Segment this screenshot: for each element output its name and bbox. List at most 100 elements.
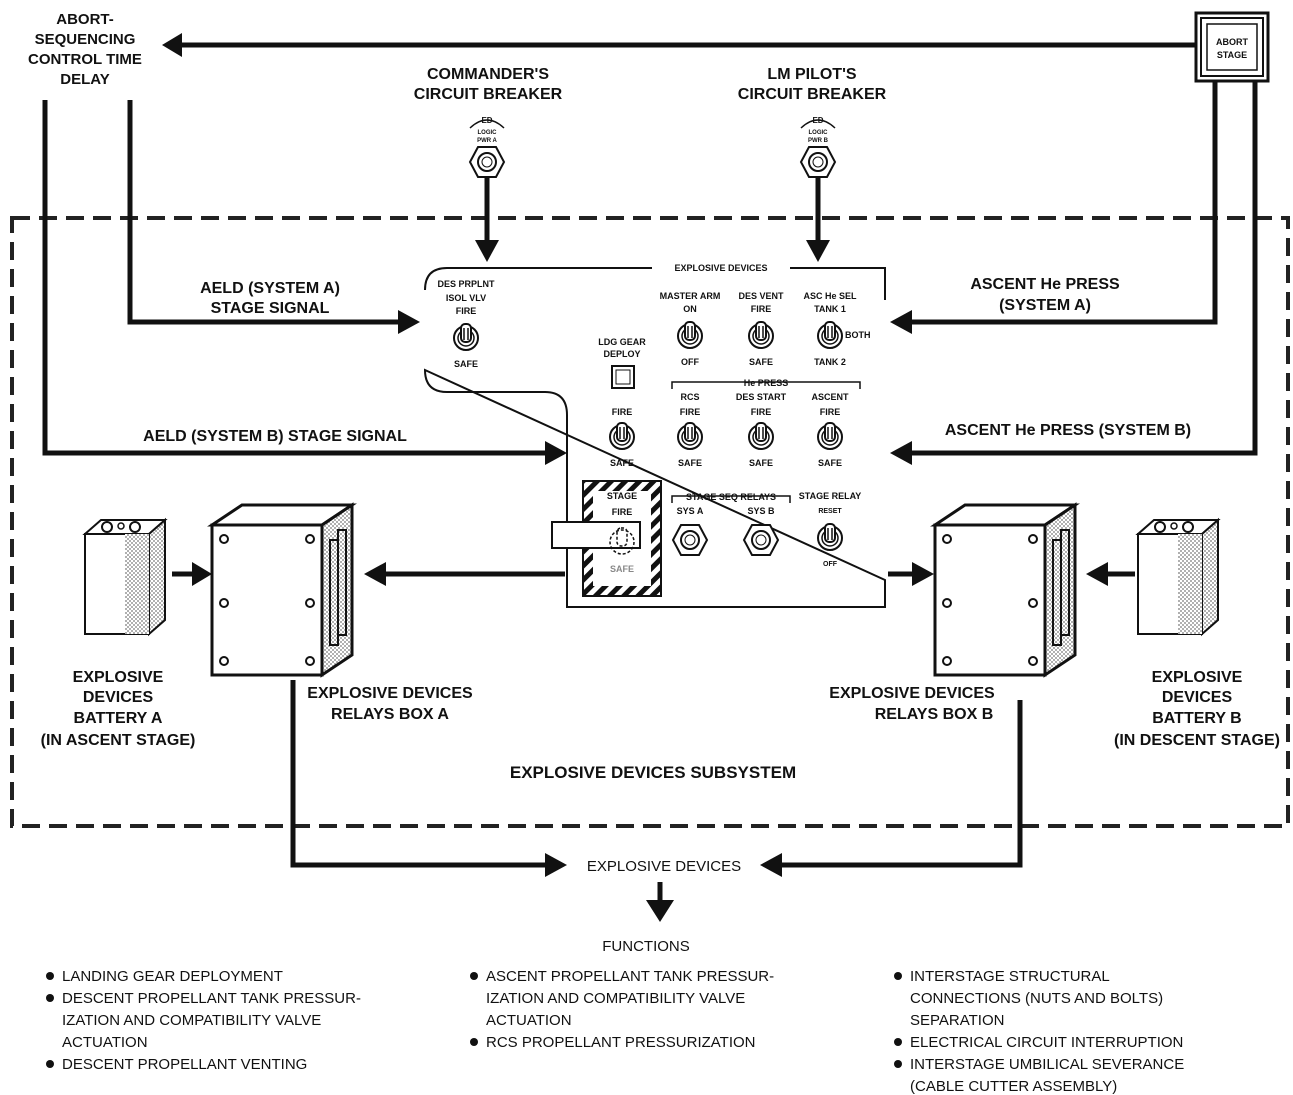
relays-box-a-line-2: RELAYS BOX A [331,706,449,723]
ascent-he-press-switch[interactable] [817,422,843,450]
function-item-line: (CABLE CUTTER ASSEMBLY) [910,1078,1117,1095]
fire-label: FIRE [612,407,633,417]
sys-b-indicator [743,524,779,556]
stage-guard [551,480,662,597]
stage-switch[interactable] [609,527,635,555]
tank1-label: TANK 1 [814,304,846,314]
des-vent-fire-label: FIRE [751,304,772,314]
abort-seq-line-2: SEQUENCING [35,31,136,48]
master-arm-switch[interactable] [677,321,703,349]
ascent-he-a-line-1: ASCENT He PRESS [970,276,1120,293]
battery-b-line-2: DEVICES [1162,689,1233,706]
safe-label: SAFE [610,458,634,468]
battery-a-image [84,519,166,635]
battery-b-line-4: (IN DESCENT STAGE) [1114,732,1280,749]
relays-box-b-line-1: EXPLOSIVE DEVICES [829,685,995,702]
battery-b-label: EXPLOSIVE DEVICES BATTERY B (IN DESCENT … [1114,669,1280,749]
explosive-devices-panel: EXPLOSIVE DEVICES DES PRPLNT ISOL VLV FI… [423,263,886,608]
isol-vlv-label: ISOL VLV [446,293,486,303]
bullet-icon [46,994,54,1002]
deploy-label: DEPLOY [603,349,640,359]
bullet-icon [894,972,902,980]
battery-a-label: EXPLOSIVE DEVICES BATTERY A (IN ASCENT S… [41,669,196,749]
ldg-gear-deploy-button[interactable] [611,365,635,389]
function-item-line: ACTUATION [486,1012,572,1029]
function-item-line: INTERSTAGE UMBILICAL SEVERANCE [910,1056,1184,1073]
abort-stage-button[interactable]: ABORT STAGE [1194,11,1270,83]
abort-sequencing-label: ABORT- SEQUENCING CONTROL TIME DELAY [28,11,142,88]
stage-label: STAGE [607,491,637,501]
asc-he-sel-switch[interactable] [817,321,843,349]
sys-a-indicator [672,524,708,556]
ascent-fire-label: FIRE [820,407,841,417]
stage-seq-relays-label: STAGE SEQ RELAYS [686,492,776,502]
function-item-line: ACTUATION [62,1034,148,1051]
ascent-label: ASCENT [811,392,849,402]
des-start-fire-label: FIRE [751,407,772,417]
stage-safe-label: SAFE [610,564,634,574]
function-item-line: IZATION AND COMPATIBILITY VALVE [62,1012,321,1029]
lm-pilots-cb-line-1: LM PILOT'S [767,66,856,83]
battery-a-line-1: EXPLOSIVE [73,669,164,686]
bullet-icon [894,1060,902,1068]
battery-a-line-2: DEVICES [83,689,154,706]
des-vent-switch[interactable] [748,321,774,349]
function-item-line: INTERSTAGE STRUCTURAL [910,968,1110,985]
function-item-line: ASCENT PROPELLANT TANK PRESSUR- [486,968,774,985]
subsystem-boundary [10,216,1290,828]
stage-fire-label: FIRE [612,507,633,517]
battery-b-line-1: EXPLOSIVE [1152,669,1243,686]
functions-column-1: LANDING GEAR DEPLOYMENT DESCENT PROPELLAN… [46,968,361,1073]
master-arm-on-label: ON [683,304,697,314]
signal-lines [42,33,1258,922]
both-label: BOTH [845,330,871,340]
battery-b-line-3: BATTERY B [1152,710,1241,727]
ldg-gear-fire-switch[interactable] [609,422,635,450]
ascent-he-b-label: ASCENT He PRESS (SYSTEM B) [945,422,1191,439]
des-start-switch[interactable] [748,422,774,450]
tank2-label: TANK 2 [814,357,846,367]
bullet-icon [894,1038,902,1046]
function-item-line: SEPARATION [910,1012,1004,1029]
function-item-line: DESCENT PROPELLANT TANK PRESSUR- [62,990,361,1007]
bullet-icon [46,972,54,980]
reset-label: RESET [818,508,842,515]
asc-he-sel-label: ASC He SEL [803,291,857,301]
cb-a-ed: ED [481,116,492,125]
bullet-icon [46,1060,54,1068]
stage-relay-switch[interactable] [817,523,843,551]
cb-a-logic: LOGIC [478,130,498,136]
subsystem-title: EXPLOSIVE DEVICES SUBSYSTEM [510,763,796,782]
battery-b-image [1137,519,1219,635]
ldg-gear-label: LDG GEAR [598,337,646,347]
relays-box-a-image [210,503,354,677]
isol-safe-label: SAFE [454,359,478,369]
explosive-devices-label: EXPLOSIVE DEVICES [587,858,741,875]
cb-b-ed: ED [812,116,823,125]
function-item-line: ELECTRICAL CIRCUIT INTERRUPTION [910,1034,1183,1051]
master-arm-label: MASTER ARM [660,291,721,301]
stage-relay-off-label: OFF [823,561,838,568]
functions-title: FUNCTIONS [602,938,690,955]
ascent-he-a-line-2: (SYSTEM A) [999,297,1091,314]
commanders-cb-line-1: COMMANDER'S [427,66,549,83]
aeld-a-line-2: STAGE SIGNAL [211,300,330,317]
des-start-label: DES START [736,392,787,402]
aeld-b-label: AELD (SYSTEM B) STAGE SIGNAL [143,428,407,445]
des-prplnt-label: DES PRPLNT [437,279,495,289]
lm-pilots-circuit-breaker[interactable]: ED LOGIC PWR B [800,116,836,178]
he-press-label: He PRESS [744,378,789,388]
function-item-line: IZATION AND COMPATIBILITY VALVE [486,990,745,1007]
battery-a-line-3: BATTERY A [74,710,163,727]
function-item-line: DESCENT PROPELLANT VENTING [62,1056,307,1073]
rcs-he-press-switch[interactable] [677,422,703,450]
commanders-circuit-breaker[interactable]: ED LOGIC PWR A [469,116,505,178]
abort-seq-line-4: DELAY [60,71,109,88]
rcs-fire-label: FIRE [680,407,701,417]
stage-relay-label: STAGE RELAY [799,491,862,501]
rcs-label: RCS [680,392,699,402]
function-item-line: LANDING GEAR DEPLOYMENT [62,968,283,985]
des-prplnt-isol-vlv-switch[interactable] [453,323,479,351]
